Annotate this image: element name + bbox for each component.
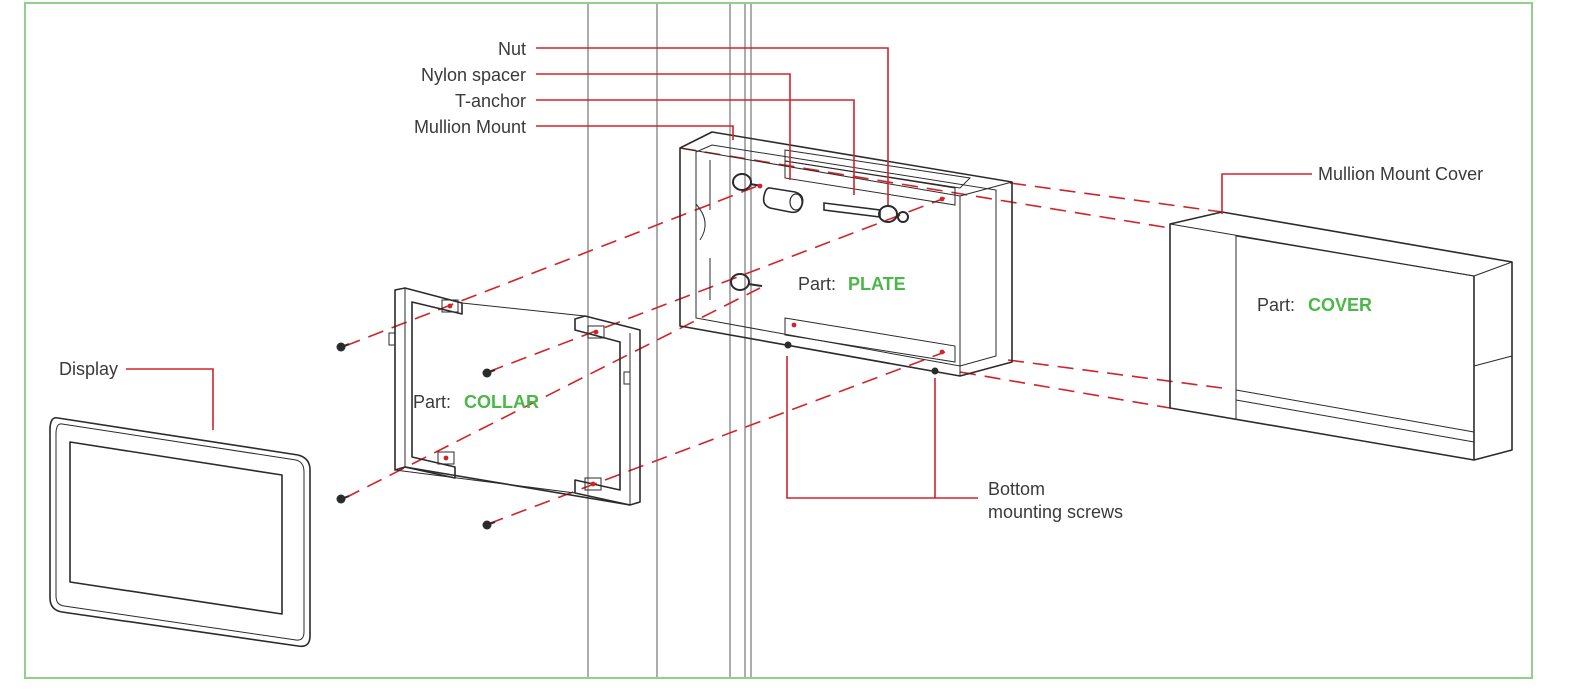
display-device — [49, 416, 311, 648]
callout-labels: Nut Nylon spacer T-anchor Mullion Mount … — [59, 39, 1483, 522]
label-t-anchor: T-anchor — [455, 91, 526, 111]
part-label-cover: Part: COVER — [1257, 295, 1372, 315]
alignment-lines — [344, 147, 1223, 525]
collar-part — [388, 287, 641, 506]
part-prefix: Part: — [798, 274, 836, 294]
part-labels: Part: COLLAR Part: PLATE Part: COVER — [413, 274, 1372, 412]
leader-lines — [126, 47, 1312, 499]
part-label-collar: Part: COLLAR — [413, 392, 539, 412]
diagram-frame — [24, 2, 1533, 679]
label-bottom-screws-line1: Bottom — [988, 479, 1045, 499]
nut-icon — [730, 273, 763, 291]
part-name-collar: COLLAR — [464, 392, 539, 412]
cover-part — [1169, 211, 1513, 461]
part-label-plate: Part: PLATE — [798, 274, 906, 294]
screw-icon — [482, 368, 496, 378]
part-prefix: Part: — [1257, 295, 1295, 315]
plate-part — [679, 131, 1013, 377]
nylon-spacer-icon — [762, 187, 804, 214]
label-nylon-spacer: Nylon spacer — [421, 65, 526, 85]
part-name-cover: COVER — [1308, 295, 1372, 315]
part-prefix: Part: — [413, 392, 451, 412]
screw-icon — [336, 494, 350, 504]
label-display: Display — [59, 359, 118, 379]
collar-screws — [336, 342, 496, 530]
label-nut: Nut — [498, 39, 526, 59]
t-anchor-icon — [823, 202, 909, 223]
screw-icon — [336, 342, 350, 352]
mullion-posts — [587, 4, 752, 677]
label-mullion-mount: Mullion Mount — [414, 117, 526, 137]
screw-icon — [482, 520, 496, 530]
nut-icon — [732, 173, 763, 191]
label-bottom-screws-line2: mounting screws — [988, 502, 1123, 522]
label-mullion-mount-cover: Mullion Mount Cover — [1318, 164, 1483, 184]
part-name-plate: PLATE — [848, 274, 906, 294]
